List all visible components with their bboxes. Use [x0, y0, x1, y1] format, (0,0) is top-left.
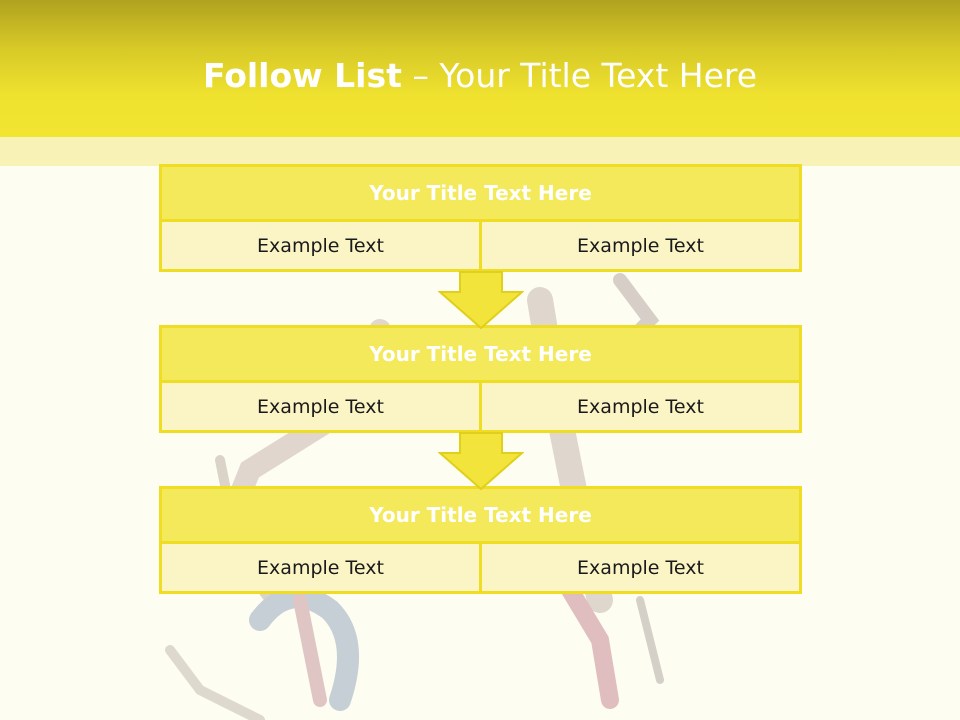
step-cell-right: Example Text — [482, 222, 802, 272]
step-cell-right: Example Text — [482, 544, 802, 594]
step-block-3: Your Title Text Here Example Text Exampl… — [159, 486, 802, 594]
step-row: Example Text Example Text — [159, 222, 802, 272]
down-arrow-icon — [438, 271, 524, 330]
step-cell-left: Example Text — [159, 222, 482, 272]
step-title: Your Title Text Here — [159, 164, 802, 222]
step-cell-left: Example Text — [159, 383, 482, 433]
header-bar: Follow List – Your Title Text Here — [0, 0, 960, 137]
page-title: Follow List – Your Title Text Here — [203, 56, 757, 95]
step-title: Your Title Text Here — [159, 486, 802, 544]
step-block-1: Your Title Text Here Example Text Exampl… — [159, 164, 802, 272]
step-row: Example Text Example Text — [159, 383, 802, 433]
page-title-bold: Follow List — [202, 56, 402, 95]
down-arrow-icon — [438, 432, 524, 491]
step-cell-left: Example Text — [159, 544, 482, 594]
step-row: Example Text Example Text — [159, 544, 802, 594]
step-cell-right: Example Text — [482, 383, 802, 433]
step-block-2: Your Title Text Here Example Text Exampl… — [159, 325, 802, 433]
step-title: Your Title Text Here — [159, 325, 802, 383]
header-band — [0, 137, 960, 166]
page-title-rest: – Your Title Text Here — [401, 56, 758, 95]
